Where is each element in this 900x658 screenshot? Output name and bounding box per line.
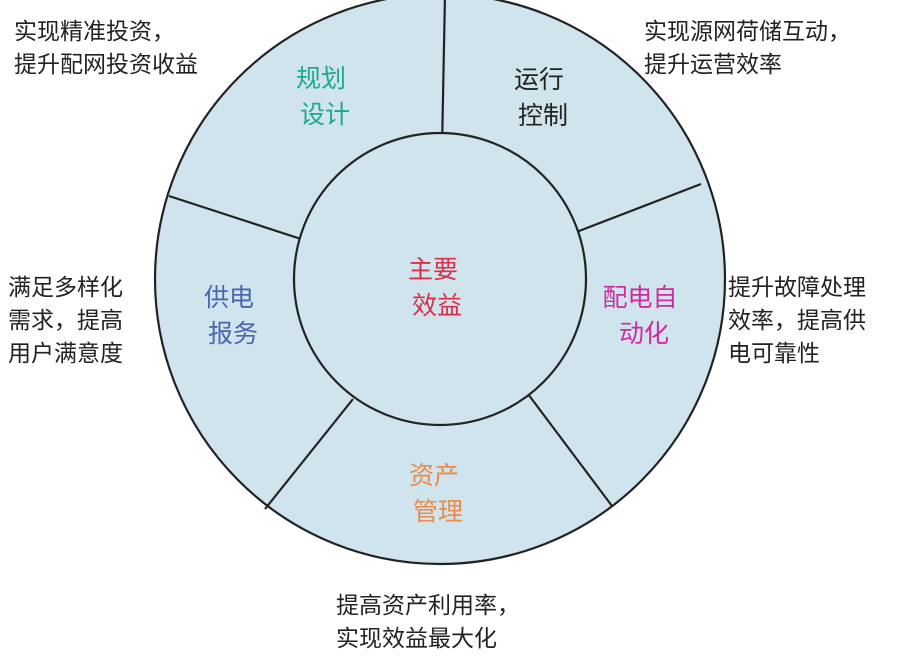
segment-label-automation-line-2: 动化	[619, 319, 669, 348]
note-top-left-line-2: 提升配网投资收益	[14, 52, 198, 78]
note-middle-left-line-1: 满足多样化	[8, 275, 123, 301]
note-top-right-line-1: 实现源网荷储互动，	[644, 19, 851, 45]
segment-label-asset: 资产 管理	[409, 461, 467, 526]
divider-planning-operation	[440, 0, 446, 150]
note-middle-right-line-3: 电可靠性	[728, 341, 820, 367]
note-bottom-line-1: 提高资产利用率，	[336, 593, 520, 619]
note-middle-left-line-2: 需求，提高	[8, 308, 123, 334]
segment-label-automation-line-1: 配电自	[603, 283, 678, 312]
segment-label-planning: 规划 设计	[296, 64, 354, 129]
divider-asset-service	[264, 398, 354, 510]
segment-label-planning-line-2: 设计	[300, 100, 350, 129]
segment-label-asset-line-2: 管理	[413, 497, 463, 526]
note-top-right-line-2: 提升运营效率	[644, 52, 782, 78]
note-top-left-line-1: 实现精准投资，	[14, 19, 175, 45]
note-top-left: 实现精准投资， 提升配网投资收益	[14, 16, 198, 82]
segment-label-service-line-2: 报务	[208, 319, 258, 348]
divider-operation-automation	[565, 182, 702, 238]
segment-label-operation-line-1: 运行	[514, 65, 564, 94]
note-middle-right-line-1: 提升故障处理	[728, 275, 866, 301]
divider-automation-asset	[527, 393, 613, 507]
center-label-line-1: 主要	[408, 255, 458, 284]
divider-service-planning	[168, 194, 302, 241]
segment-label-asset-line-1: 资产	[409, 461, 459, 490]
segment-label-operation-line-2: 控制	[518, 101, 568, 130]
note-middle-right: 提升故障处理 效率，提高供 电可靠性	[728, 272, 866, 371]
segment-label-service: 供电 报务	[204, 283, 262, 348]
note-middle-left: 满足多样化 需求，提高 用户满意度	[8, 272, 123, 371]
note-middle-left-line-3: 用户满意度	[8, 341, 123, 367]
note-middle-right-line-2: 效率，提高供	[728, 308, 866, 334]
center-label-line-2: 效益	[412, 291, 462, 320]
note-bottom-line-2: 实现效益最大化	[336, 626, 497, 652]
note-bottom: 提高资产利用率， 实现效益最大化	[336, 590, 520, 656]
note-top-right: 实现源网荷储互动， 提升运营效率	[644, 16, 851, 82]
segment-label-service-line-1: 供电	[204, 283, 254, 312]
segment-label-planning-line-1: 规划	[296, 64, 346, 93]
segment-label-operation: 运行 控制	[514, 65, 572, 130]
segment-label-automation: 配电自 动化	[603, 283, 686, 348]
center-circle	[292, 131, 588, 427]
center-label: 主要 效益	[408, 255, 466, 320]
